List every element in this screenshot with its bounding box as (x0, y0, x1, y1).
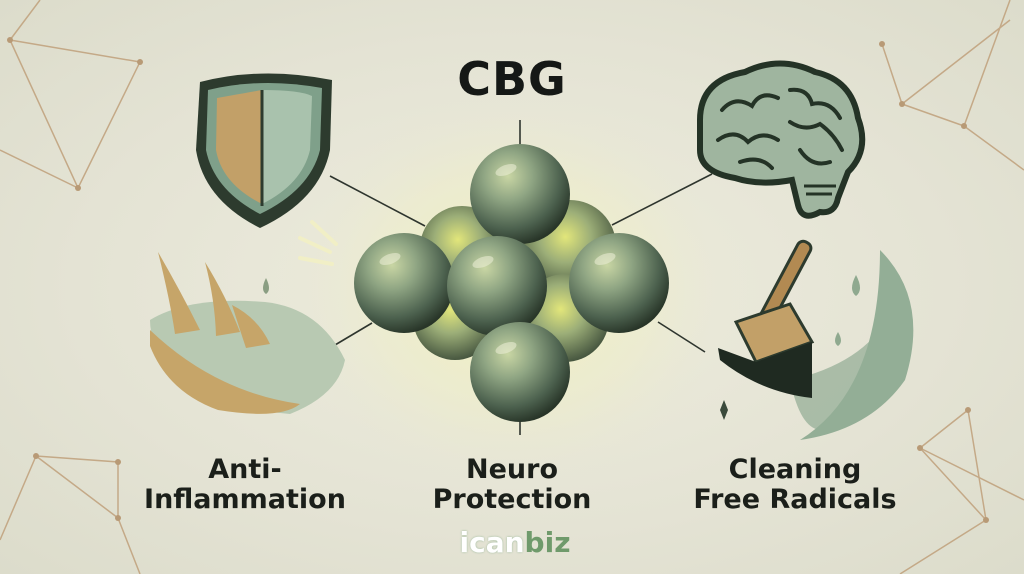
shield-icon (196, 73, 332, 228)
corner-decoration-top-right (881, 0, 1024, 171)
brand-logo: icanbiz (440, 526, 590, 559)
label-line: Anti- (208, 454, 282, 485)
label-line: Free Radicals (693, 484, 897, 515)
label-neuro-protection: Neuro Protection (412, 455, 612, 515)
inflammation-wave-icon (150, 220, 345, 414)
label-line: Cleaning (728, 454, 862, 485)
label-cleaning-free-radicals: Cleaning Free Radicals (680, 455, 910, 515)
brain-icon (697, 60, 866, 219)
label-anti-inflammation: Anti- Inflammation (120, 455, 370, 515)
label-line: Inflammation (144, 484, 346, 515)
logo-part-2: biz (524, 526, 571, 559)
corner-decoration-bottom-left (0, 455, 141, 574)
label-line: Neuro (466, 454, 558, 485)
corner-dots-bottom-left (33, 453, 121, 521)
corner-dots-top-left (7, 37, 143, 191)
label-line: Protection (432, 484, 592, 515)
connector-lines (329, 120, 713, 435)
corner-dots-bottom-right (917, 407, 989, 523)
corner-dots-top-right (879, 41, 967, 129)
logo-part-1: ican (459, 526, 525, 559)
corner-decoration-top-left (0, 0, 142, 190)
broom-icon (718, 239, 914, 440)
diagram-title: CBG (457, 52, 567, 106)
molecule-icon (354, 144, 669, 422)
corner-decoration-bottom-right (899, 409, 1024, 574)
